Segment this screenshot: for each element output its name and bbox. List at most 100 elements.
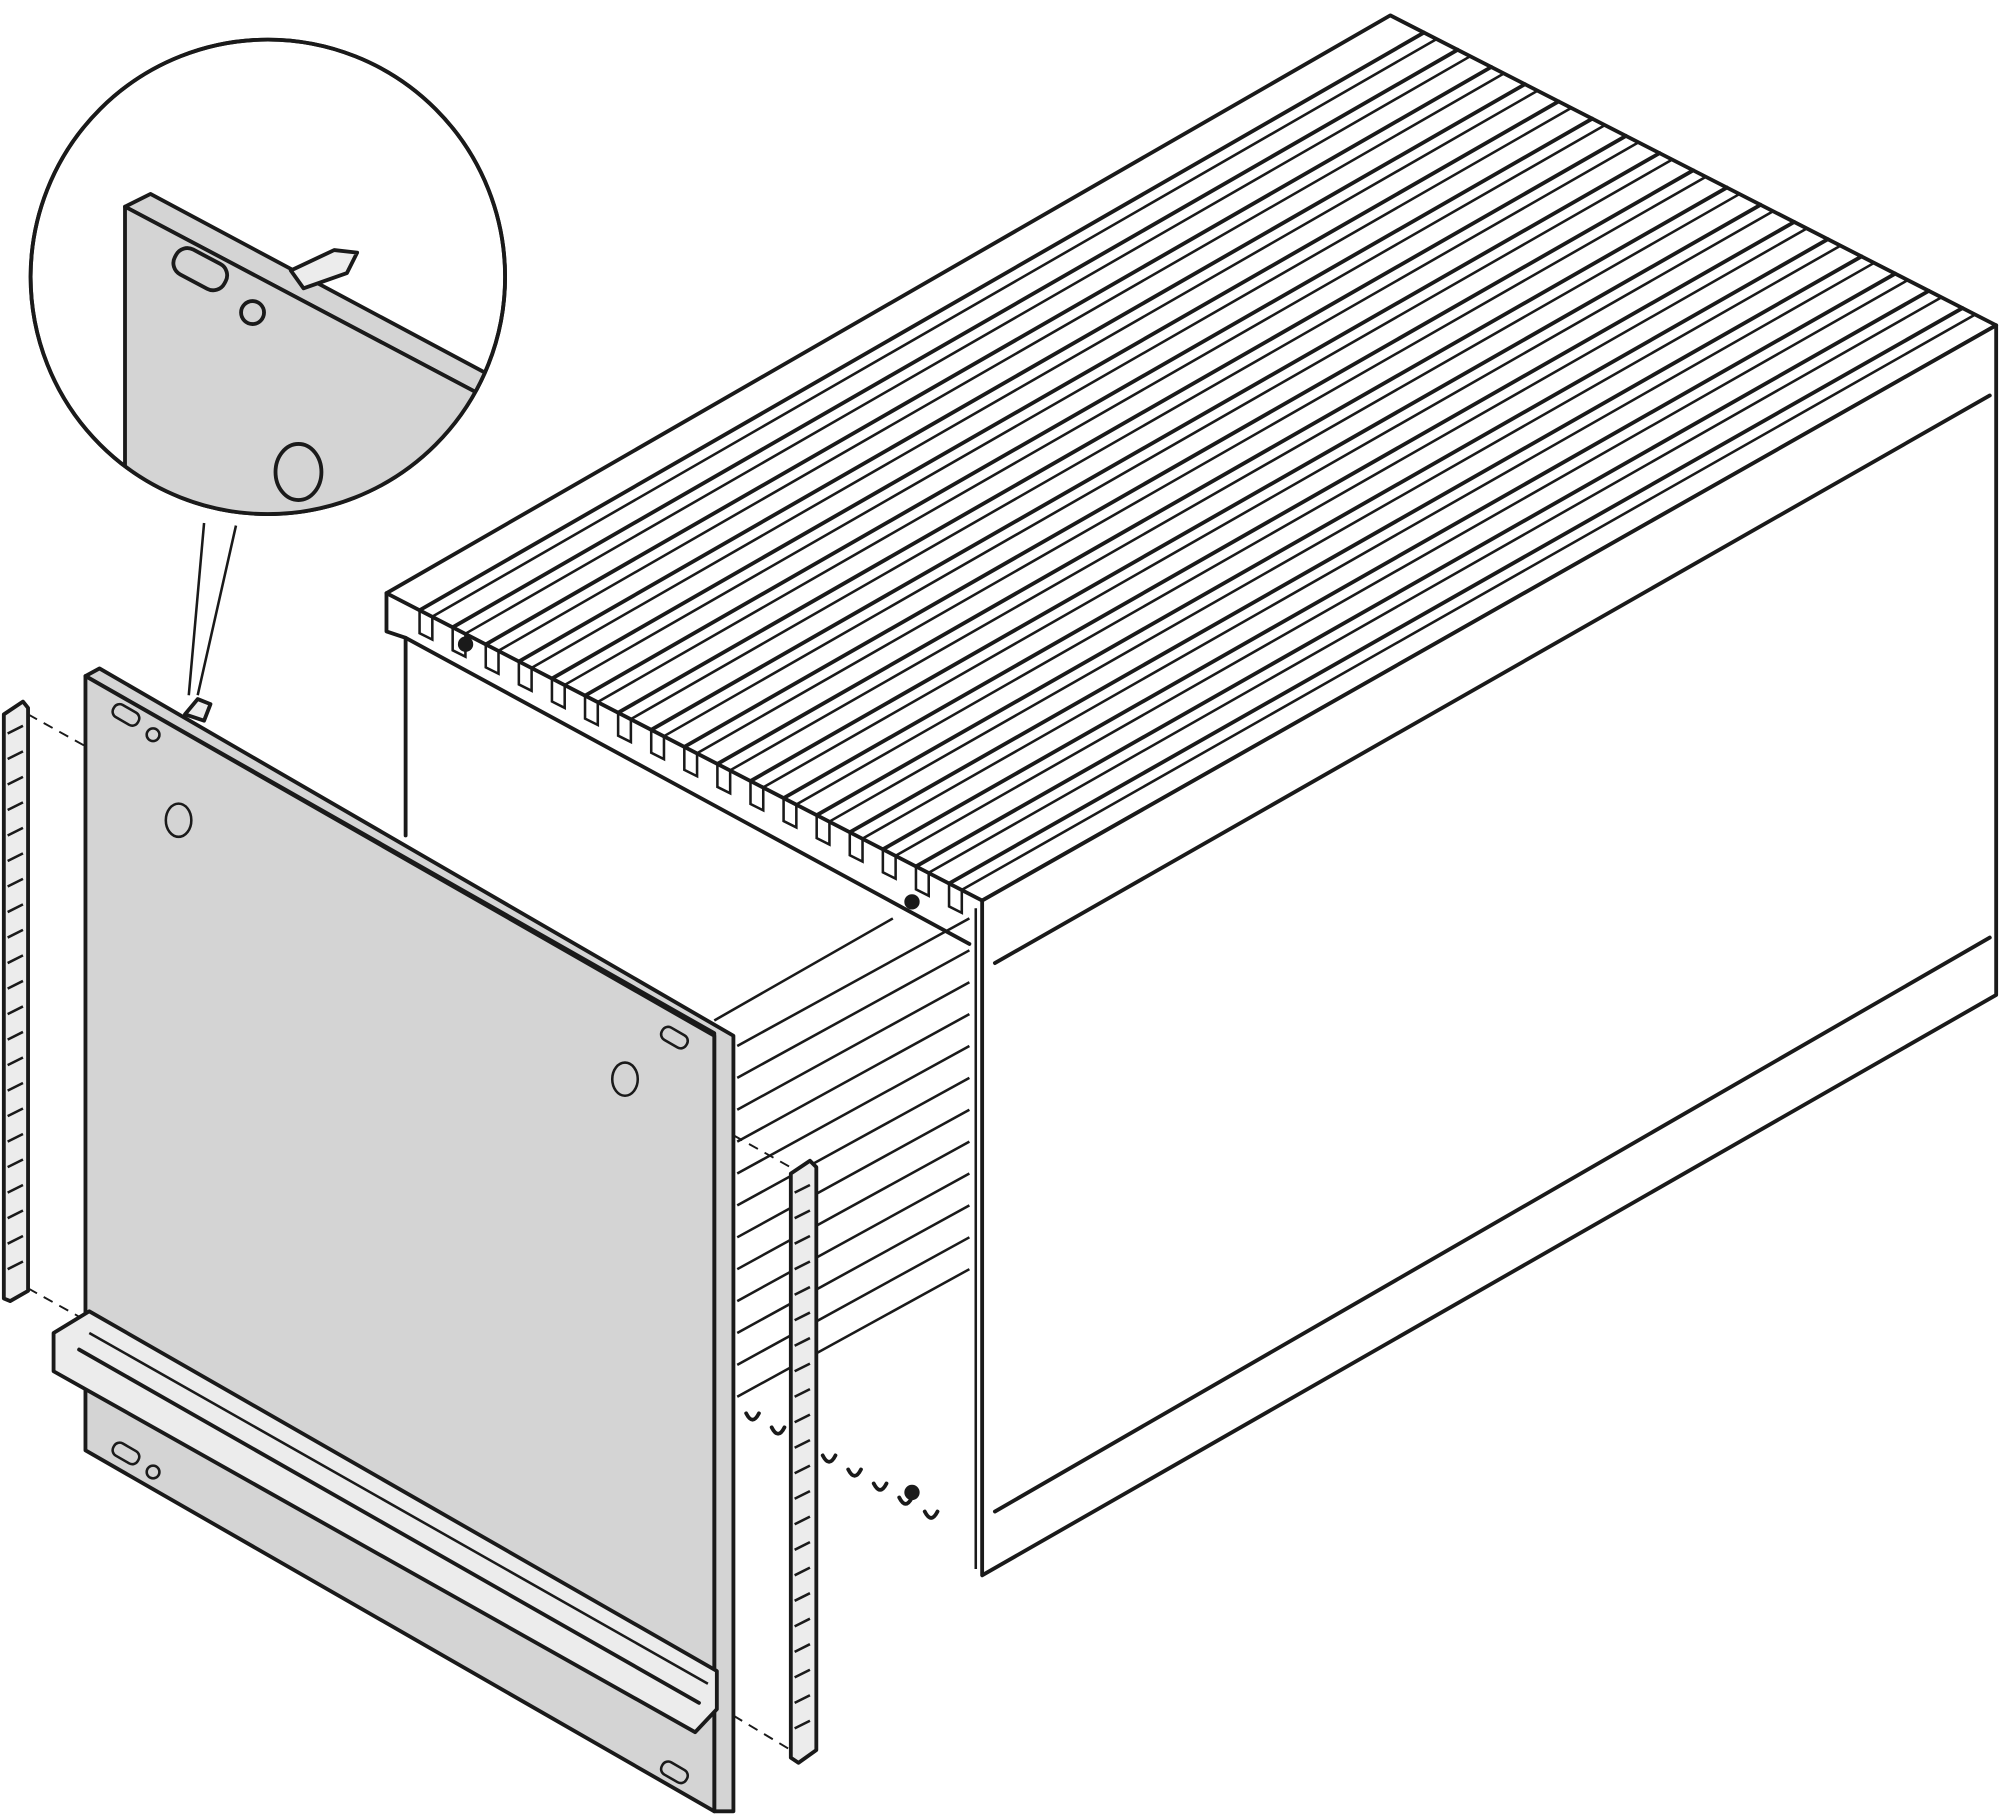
subrack-inner-line xyxy=(713,917,894,1022)
strip-tooth xyxy=(7,979,24,990)
strip-tooth xyxy=(794,1285,811,1296)
strip-tooth xyxy=(7,903,24,914)
card-guide-line xyxy=(736,1268,971,1398)
strip-tooth xyxy=(7,826,24,837)
rib-line xyxy=(464,55,1472,635)
rib-line xyxy=(762,210,1774,789)
right-guide-strip xyxy=(788,1158,819,1765)
card-guide-line xyxy=(736,917,971,1048)
subrack-side-panel xyxy=(980,323,1999,1578)
strip-tooth xyxy=(794,1515,811,1526)
rib-line xyxy=(795,227,1808,806)
slot-hole-icon xyxy=(171,246,230,293)
panel-pin xyxy=(183,697,213,723)
strip-tooth xyxy=(7,1260,24,1271)
rib-line xyxy=(781,220,1797,801)
card-guide-line xyxy=(736,1172,971,1303)
card-guide-notch xyxy=(871,1481,889,1492)
strip-tooth xyxy=(794,1643,811,1653)
rib-notch xyxy=(550,678,566,710)
hole-icon xyxy=(145,727,161,743)
strip-tooth xyxy=(7,724,24,735)
card-guide-line xyxy=(736,949,971,1079)
rib-notch xyxy=(683,746,699,779)
rib-line xyxy=(550,99,1561,681)
rib-notch xyxy=(517,661,533,693)
rib-line xyxy=(431,37,1438,618)
rib-line xyxy=(894,278,1909,857)
strip-tooth xyxy=(7,1081,24,1092)
rib-line xyxy=(861,261,1875,840)
rib-line xyxy=(530,89,1539,669)
rib-line xyxy=(828,244,1842,823)
strip-tooth xyxy=(794,1387,811,1398)
strip-tooth xyxy=(794,1362,811,1373)
rib-line xyxy=(682,168,1696,749)
rib-line xyxy=(928,296,1943,874)
rib-line xyxy=(880,271,1898,852)
rib-line xyxy=(729,192,1741,772)
rib-line xyxy=(696,175,1707,755)
card-guide-line xyxy=(736,1076,971,1207)
rib-notch xyxy=(749,781,765,813)
slot-hole-icon xyxy=(659,1025,690,1050)
rib-notch xyxy=(881,849,897,881)
slot-hole-icon xyxy=(111,702,141,727)
hole-icon xyxy=(273,442,324,502)
card-guide-notch xyxy=(922,1509,940,1520)
rib-line xyxy=(616,133,1628,715)
rib-line xyxy=(961,313,1976,891)
strip-tooth xyxy=(794,1234,811,1245)
rib-line xyxy=(630,141,1640,721)
screw-icon xyxy=(457,636,474,652)
subrack-left-frame xyxy=(384,591,408,838)
panel-rail xyxy=(51,1309,719,1735)
rib-line xyxy=(649,151,1662,732)
strip-tooth xyxy=(7,1056,24,1067)
strip-tooth xyxy=(794,1592,811,1602)
slot-hole-icon xyxy=(111,1441,141,1466)
rib-line xyxy=(417,30,1426,613)
slot-hole-icon xyxy=(659,1760,690,1785)
side-panel-lower-rail-line xyxy=(992,935,1992,1514)
strip-tooth xyxy=(7,877,24,888)
alignment-lines xyxy=(27,713,798,1755)
strip-tooth xyxy=(7,1209,24,1220)
rib-notch xyxy=(947,883,964,915)
subrack-inner-top-edge xyxy=(403,635,972,946)
detail-pin xyxy=(288,248,360,291)
card-guide-line xyxy=(736,1204,971,1335)
magnifier-detail xyxy=(28,37,508,696)
leader-line xyxy=(187,522,206,696)
strip-tooth xyxy=(7,954,24,965)
rib-line xyxy=(947,306,1965,886)
rib-line xyxy=(483,65,1494,647)
strip-tooth xyxy=(794,1694,811,1705)
rib-line xyxy=(814,237,1830,818)
strip-tooth xyxy=(7,1234,24,1245)
rib-line xyxy=(583,116,1595,698)
card-guide-line xyxy=(736,1044,971,1175)
leader-line xyxy=(196,525,238,696)
rib-line xyxy=(748,202,1763,783)
strip-tooth xyxy=(7,1030,24,1041)
rib-line xyxy=(450,47,1460,630)
rib-notch xyxy=(848,832,864,864)
left-guide-strip xyxy=(1,699,30,1303)
strip-tooth xyxy=(7,928,24,939)
strip-tooth xyxy=(794,1617,811,1628)
screw-icon xyxy=(904,1484,920,1501)
strip-tooth xyxy=(794,1438,811,1449)
strip-tooth xyxy=(794,1719,811,1730)
rib-notch xyxy=(815,815,831,847)
strip-tooth xyxy=(7,775,24,786)
screw-icon xyxy=(904,894,920,910)
rib-line xyxy=(663,158,1673,738)
strip-tooth xyxy=(794,1336,811,1347)
rib-notch xyxy=(616,712,633,745)
hole-icon xyxy=(239,299,266,326)
rib-notch xyxy=(716,763,732,796)
rib-notch xyxy=(782,798,798,830)
side-panel-upper-rail-line xyxy=(992,393,1992,965)
